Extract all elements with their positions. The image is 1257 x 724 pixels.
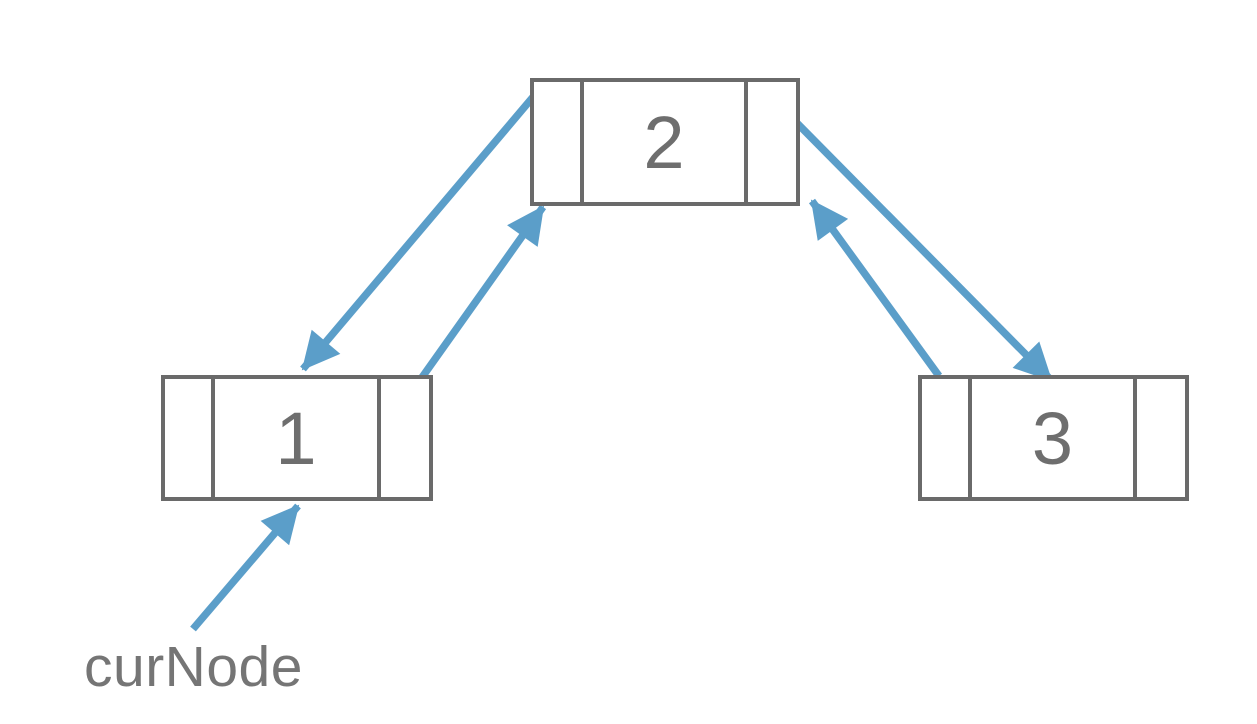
node1-next-pointer-cell (377, 379, 429, 497)
list-node-2: 2 (530, 78, 800, 206)
arrow-node3-prev-to-node2 (808, 198, 943, 379)
curnode-label: curNode (84, 635, 303, 699)
node3-next-pointer-cell (1133, 379, 1185, 497)
list-node-3: 3 (918, 375, 1189, 501)
arrow-node2-next-to-node3 (786, 112, 1054, 383)
arrow-node1-next-to-node2 (414, 204, 547, 386)
node1-prev-pointer-cell (165, 379, 215, 497)
node2-value: 2 (643, 100, 685, 184)
arrow-curnode-to-node1 (190, 503, 301, 632)
node3-prev-pointer-cell (922, 379, 972, 497)
node2-prev-pointer-cell (534, 82, 584, 202)
node2-next-pointer-cell (744, 82, 796, 202)
node3-value: 3 (1031, 396, 1074, 480)
arrow-node2-prev-to-node1 (300, 94, 536, 372)
list-node-1: 1 (161, 375, 433, 501)
node1-value: 1 (275, 396, 317, 480)
